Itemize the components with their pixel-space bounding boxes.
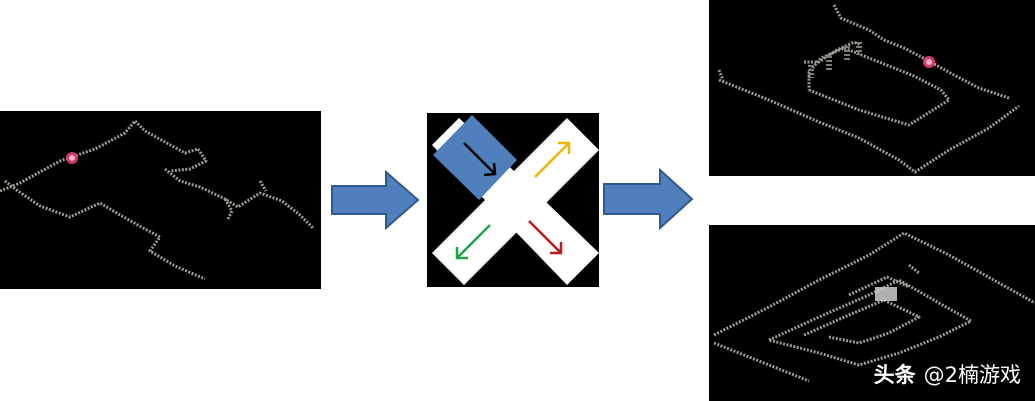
- rotated-map-walls-top: [717, 4, 1020, 174]
- watermark-handle: @2楠游戏: [923, 363, 1021, 387]
- right-arrow-icon: [603, 168, 694, 230]
- maze-map-panel-bottom: 头条 @2楠游戏: [709, 225, 1035, 401]
- right-arrow-icon: [331, 170, 420, 230]
- arrow-down-right-red: [528, 220, 563, 255]
- maze-map-walls: [713, 231, 1035, 383]
- player-marker-core: [69, 155, 75, 161]
- arrow-down-right-black: [463, 142, 497, 177]
- maze-center-treasure: [875, 287, 897, 301]
- watermark-brand: 头条: [873, 363, 916, 387]
- watermark: 头条 @2楠游戏: [874, 359, 1021, 389]
- rotation-card-panel: [427, 113, 599, 287]
- arrow-up-right-yellow: [534, 141, 571, 178]
- arrow-down-left-green: [455, 224, 491, 260]
- rotated-map-panel-top: [709, 0, 1035, 176]
- player-marker-core: [926, 59, 932, 65]
- cross-rotation-icon: [432, 115, 599, 285]
- original-map-panel: [0, 111, 321, 289]
- blue-selection-square: [433, 115, 517, 200]
- original-map-walls: [0, 119, 316, 281]
